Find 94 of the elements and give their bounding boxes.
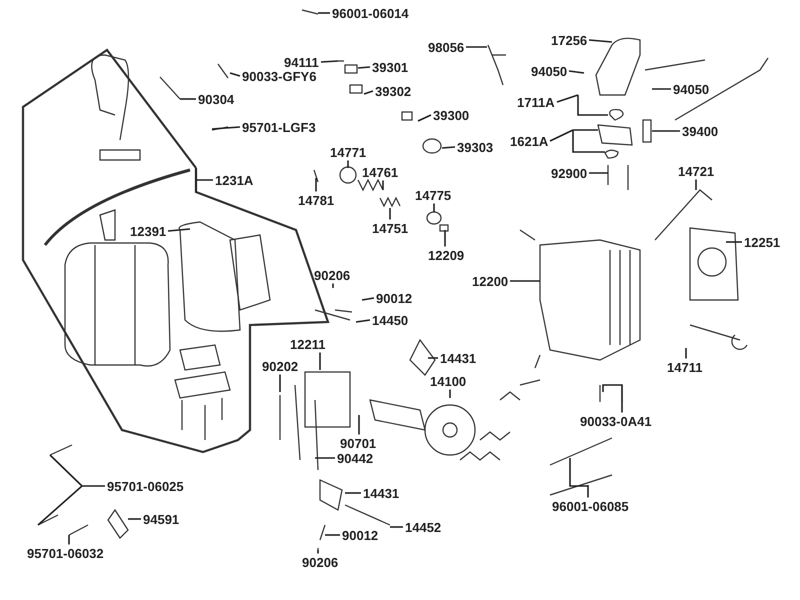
leader-line bbox=[382, 180, 384, 190]
leader-line bbox=[37, 454, 106, 526]
leader-line bbox=[128, 518, 141, 520]
part-number: 90701 bbox=[340, 436, 376, 450]
leader-line bbox=[320, 60, 338, 63]
part-number: 12209 bbox=[428, 248, 464, 262]
leader-line bbox=[318, 12, 330, 14]
leader-line bbox=[652, 130, 680, 132]
part-number: 90442 bbox=[337, 450, 374, 466]
leader-line bbox=[347, 160, 349, 168]
leader-line bbox=[602, 384, 623, 414]
part-number: 14775 bbox=[415, 188, 452, 202]
part-number: 12391 bbox=[130, 224, 166, 238]
leader-line bbox=[726, 241, 742, 243]
part-number: 90033-0A41 bbox=[580, 414, 652, 428]
part-number: 14450 bbox=[372, 312, 408, 328]
leader-line bbox=[652, 88, 671, 90]
part-number: 14431 bbox=[363, 486, 400, 500]
part-number: 90033-GFY6 bbox=[242, 68, 316, 84]
leader-line bbox=[556, 94, 609, 116]
leader-line bbox=[315, 178, 317, 192]
part-number: 14100 bbox=[430, 374, 466, 388]
leader-line bbox=[589, 172, 608, 174]
part-number: 14751 bbox=[372, 220, 408, 236]
leader-line bbox=[325, 534, 340, 536]
part-number: 39303 bbox=[457, 140, 494, 154]
part-number: 12251 bbox=[744, 234, 780, 250]
part-number: 90206 bbox=[314, 268, 350, 282]
part-number: 39301 bbox=[372, 60, 408, 74]
part-number: 96001-06085 bbox=[552, 498, 629, 514]
part-number: 14452 bbox=[405, 520, 442, 534]
leader-line bbox=[695, 180, 697, 190]
leader-line bbox=[444, 230, 446, 246]
part-number: 39300 bbox=[433, 108, 470, 122]
part-number: 1621A bbox=[510, 134, 548, 148]
leader-line bbox=[364, 90, 374, 95]
part-number: 90012 bbox=[342, 528, 378, 542]
part-number: 14431 bbox=[440, 350, 476, 366]
leader-line bbox=[568, 70, 584, 74]
leader-line bbox=[356, 319, 370, 323]
part-number: 17256 bbox=[551, 32, 588, 48]
leader-line bbox=[569, 457, 589, 498]
leader-line bbox=[466, 46, 487, 48]
leader-line bbox=[549, 129, 606, 153]
leader-line bbox=[418, 114, 432, 122]
leader-line bbox=[362, 297, 374, 301]
part-number: 92900 bbox=[551, 166, 588, 180]
part-number: 1711A bbox=[517, 94, 555, 110]
part-number: 12211 bbox=[290, 336, 326, 352]
part-number: 94050 bbox=[673, 82, 710, 96]
leader-line bbox=[68, 535, 70, 544]
leader-line bbox=[319, 352, 321, 370]
part-number: 98056 bbox=[428, 40, 464, 54]
leader-line bbox=[449, 390, 451, 398]
leader-line bbox=[345, 492, 361, 494]
leader-line bbox=[588, 39, 612, 43]
leader-line bbox=[230, 72, 240, 77]
leader-line bbox=[212, 126, 240, 130]
leader-line bbox=[389, 208, 391, 220]
part-number: 39302 bbox=[375, 84, 412, 98]
part-number: 96001-06014 bbox=[332, 6, 409, 20]
part-number: 14721 bbox=[678, 164, 714, 178]
leader-line bbox=[685, 348, 687, 358]
part-number: 90202 bbox=[262, 358, 298, 374]
leader-line bbox=[332, 284, 334, 288]
leader-line bbox=[433, 204, 435, 212]
part-number: 12200 bbox=[472, 274, 508, 288]
leader-line bbox=[315, 457, 335, 459]
part-number: 94111 bbox=[284, 54, 319, 70]
leader-line bbox=[180, 98, 196, 100]
part-number: 39400 bbox=[682, 124, 718, 138]
part-number: 95701-06025 bbox=[107, 478, 184, 494]
part-number: 14711 bbox=[667, 360, 702, 374]
leader-line bbox=[168, 228, 190, 232]
part-number: 1231A bbox=[215, 172, 254, 188]
part-number: 90304 bbox=[198, 92, 234, 106]
leader-line bbox=[358, 415, 360, 434]
part-number: 94591 bbox=[143, 512, 180, 526]
part-number: 14771 bbox=[330, 144, 366, 160]
leader-line bbox=[510, 280, 540, 282]
part-number: 94050 bbox=[531, 64, 568, 78]
leader-line bbox=[195, 167, 214, 193]
leader-line bbox=[390, 526, 403, 528]
part-number: 14761 bbox=[362, 164, 398, 180]
part-number: 95701-LGF3 bbox=[242, 120, 316, 134]
leader-line bbox=[442, 146, 456, 149]
part-number: 95701-06032 bbox=[27, 546, 104, 560]
leader-line bbox=[428, 357, 438, 359]
leader-line bbox=[279, 374, 281, 392]
part-number: 90012 bbox=[376, 290, 412, 306]
leader-line bbox=[317, 550, 319, 554]
part-number: 90206 bbox=[302, 554, 338, 570]
part-number: 14781 bbox=[298, 192, 334, 208]
leader-line bbox=[358, 66, 370, 69]
